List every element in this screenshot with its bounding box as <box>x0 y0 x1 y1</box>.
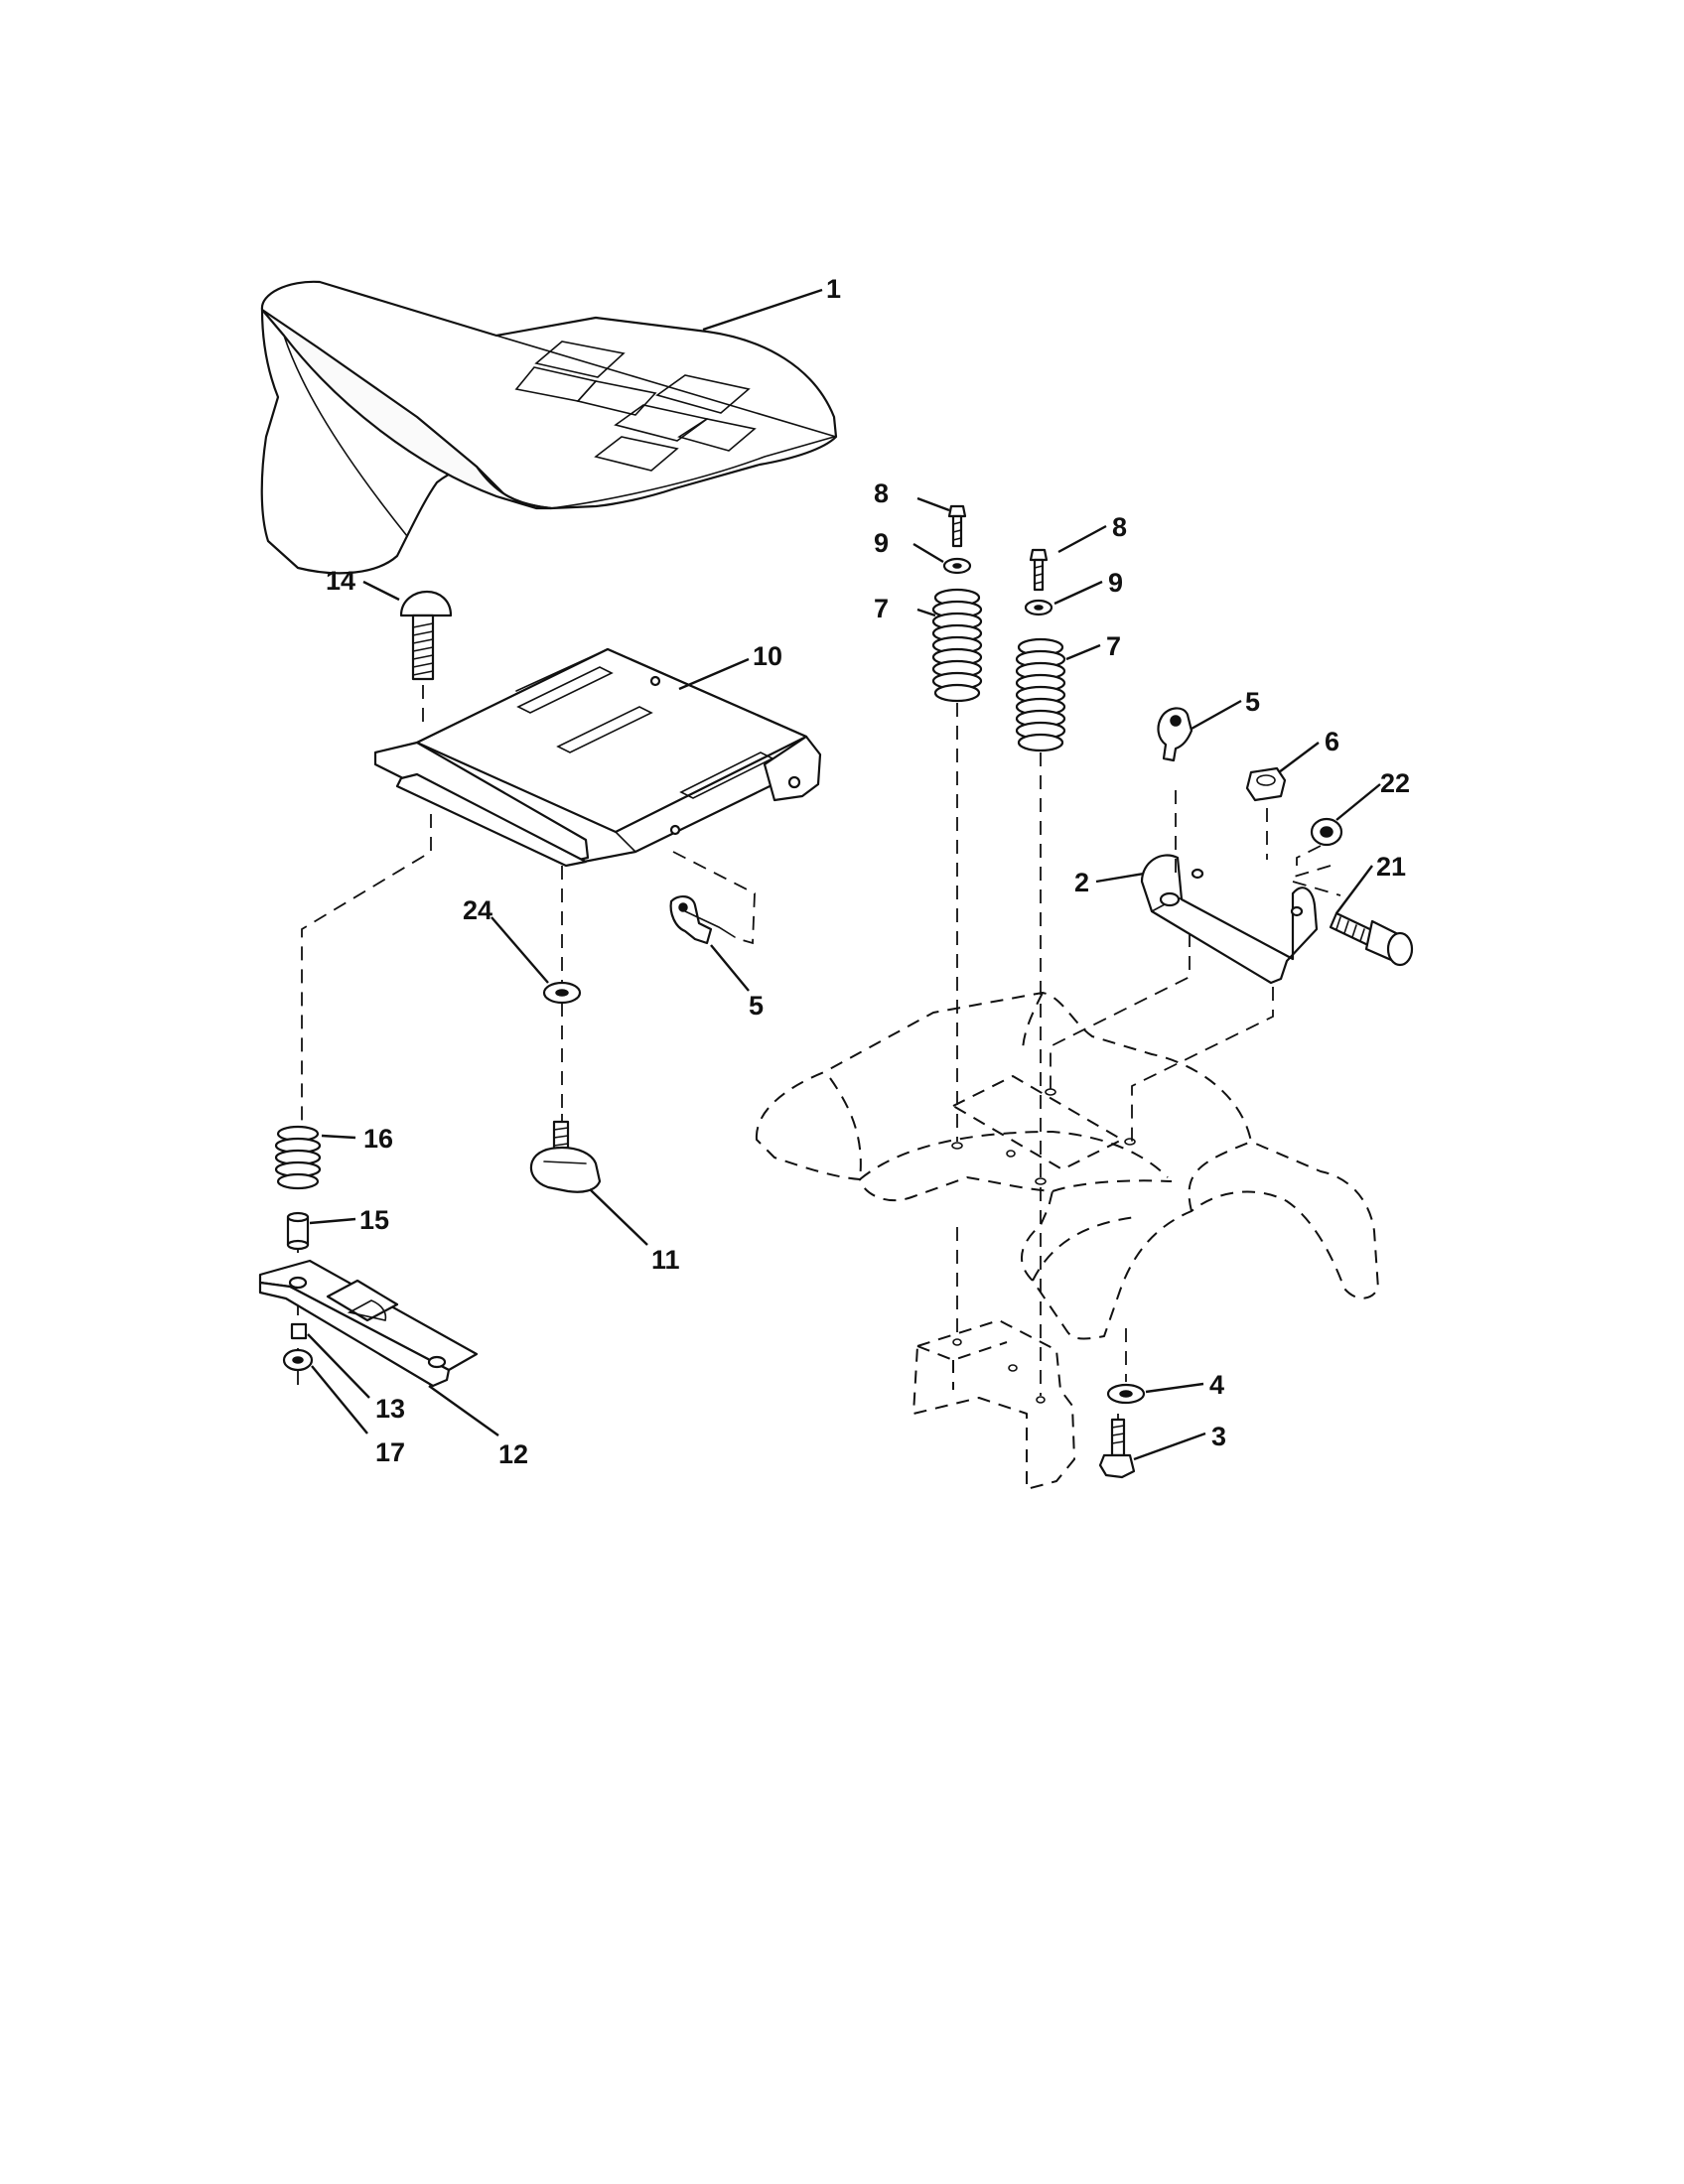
flange-nut-part-17 <box>282 1348 314 1372</box>
carriage-bolt-part-14 <box>399 590 453 681</box>
callout-15: 15 <box>359 1205 389 1235</box>
spring-part-7-right <box>1015 637 1066 752</box>
callout-24: 24 <box>463 895 492 925</box>
callout-numbers: 1 14 10 8 9 7 8 9 7 5 6 22 21 2 24 5 16 … <box>326 274 1410 1469</box>
seat-cushion-panels <box>514 341 757 472</box>
callout-6: 6 <box>1325 727 1339 756</box>
callout-22: 22 <box>1380 768 1410 798</box>
adjustment-knob-part-11 <box>529 1120 602 1193</box>
washer-part-4 <box>1106 1383 1146 1405</box>
shoulder-bolt-part-21 <box>1329 911 1414 967</box>
nut-part-22 <box>1310 817 1343 847</box>
hex-nut-part-6 <box>1245 766 1287 802</box>
washer-part-9-right <box>1024 599 1053 616</box>
callout-11: 11 <box>651 1245 680 1275</box>
callout-16: 16 <box>363 1124 393 1154</box>
callout-8-right: 8 <box>1112 512 1127 542</box>
callout-9-left: 9 <box>874 528 889 558</box>
callout-5-left: 5 <box>749 991 764 1021</box>
callout-4: 4 <box>1209 1370 1224 1400</box>
seat-clip-part-5-right <box>1157 707 1193 762</box>
washer-part-9-left <box>942 557 972 575</box>
leader-lines <box>307 288 1381 1461</box>
seat-pan-part-10 <box>373 647 822 868</box>
mounting-plate-part-12 <box>258 1259 479 1388</box>
bolt-part-8-left <box>947 504 967 548</box>
seat-clip-part-5-left <box>669 851 756 945</box>
bolt-part-13 <box>290 1322 308 1340</box>
seat-bracket-part-2 <box>1140 854 1319 985</box>
callout-17: 17 <box>375 1437 405 1467</box>
callout-3: 3 <box>1211 1422 1226 1451</box>
callout-12: 12 <box>498 1439 528 1469</box>
bolt-part-3 <box>1098 1418 1136 1479</box>
seat-part-1 <box>260 280 838 575</box>
callout-8-left: 8 <box>874 478 889 508</box>
callout-14: 14 <box>326 566 355 596</box>
tractor-frame-phantom <box>755 992 1379 1490</box>
assembly-guide-lines-right <box>956 703 1341 1439</box>
spring-part-16 <box>274 1125 322 1190</box>
callout-1: 1 <box>826 274 841 304</box>
callout-7-right: 7 <box>1106 631 1121 661</box>
callout-13: 13 <box>375 1394 405 1424</box>
spring-part-7-left <box>931 588 983 703</box>
callout-2: 2 <box>1074 868 1089 897</box>
callout-5-right: 5 <box>1245 687 1260 717</box>
callout-9-right: 9 <box>1108 568 1123 598</box>
callout-7-left: 7 <box>874 594 889 623</box>
spacer-part-15 <box>286 1211 310 1251</box>
bolt-part-8-right <box>1029 548 1049 592</box>
callout-21: 21 <box>1376 852 1406 882</box>
washer-part-24 <box>542 981 582 1005</box>
callout-10: 10 <box>753 641 782 671</box>
